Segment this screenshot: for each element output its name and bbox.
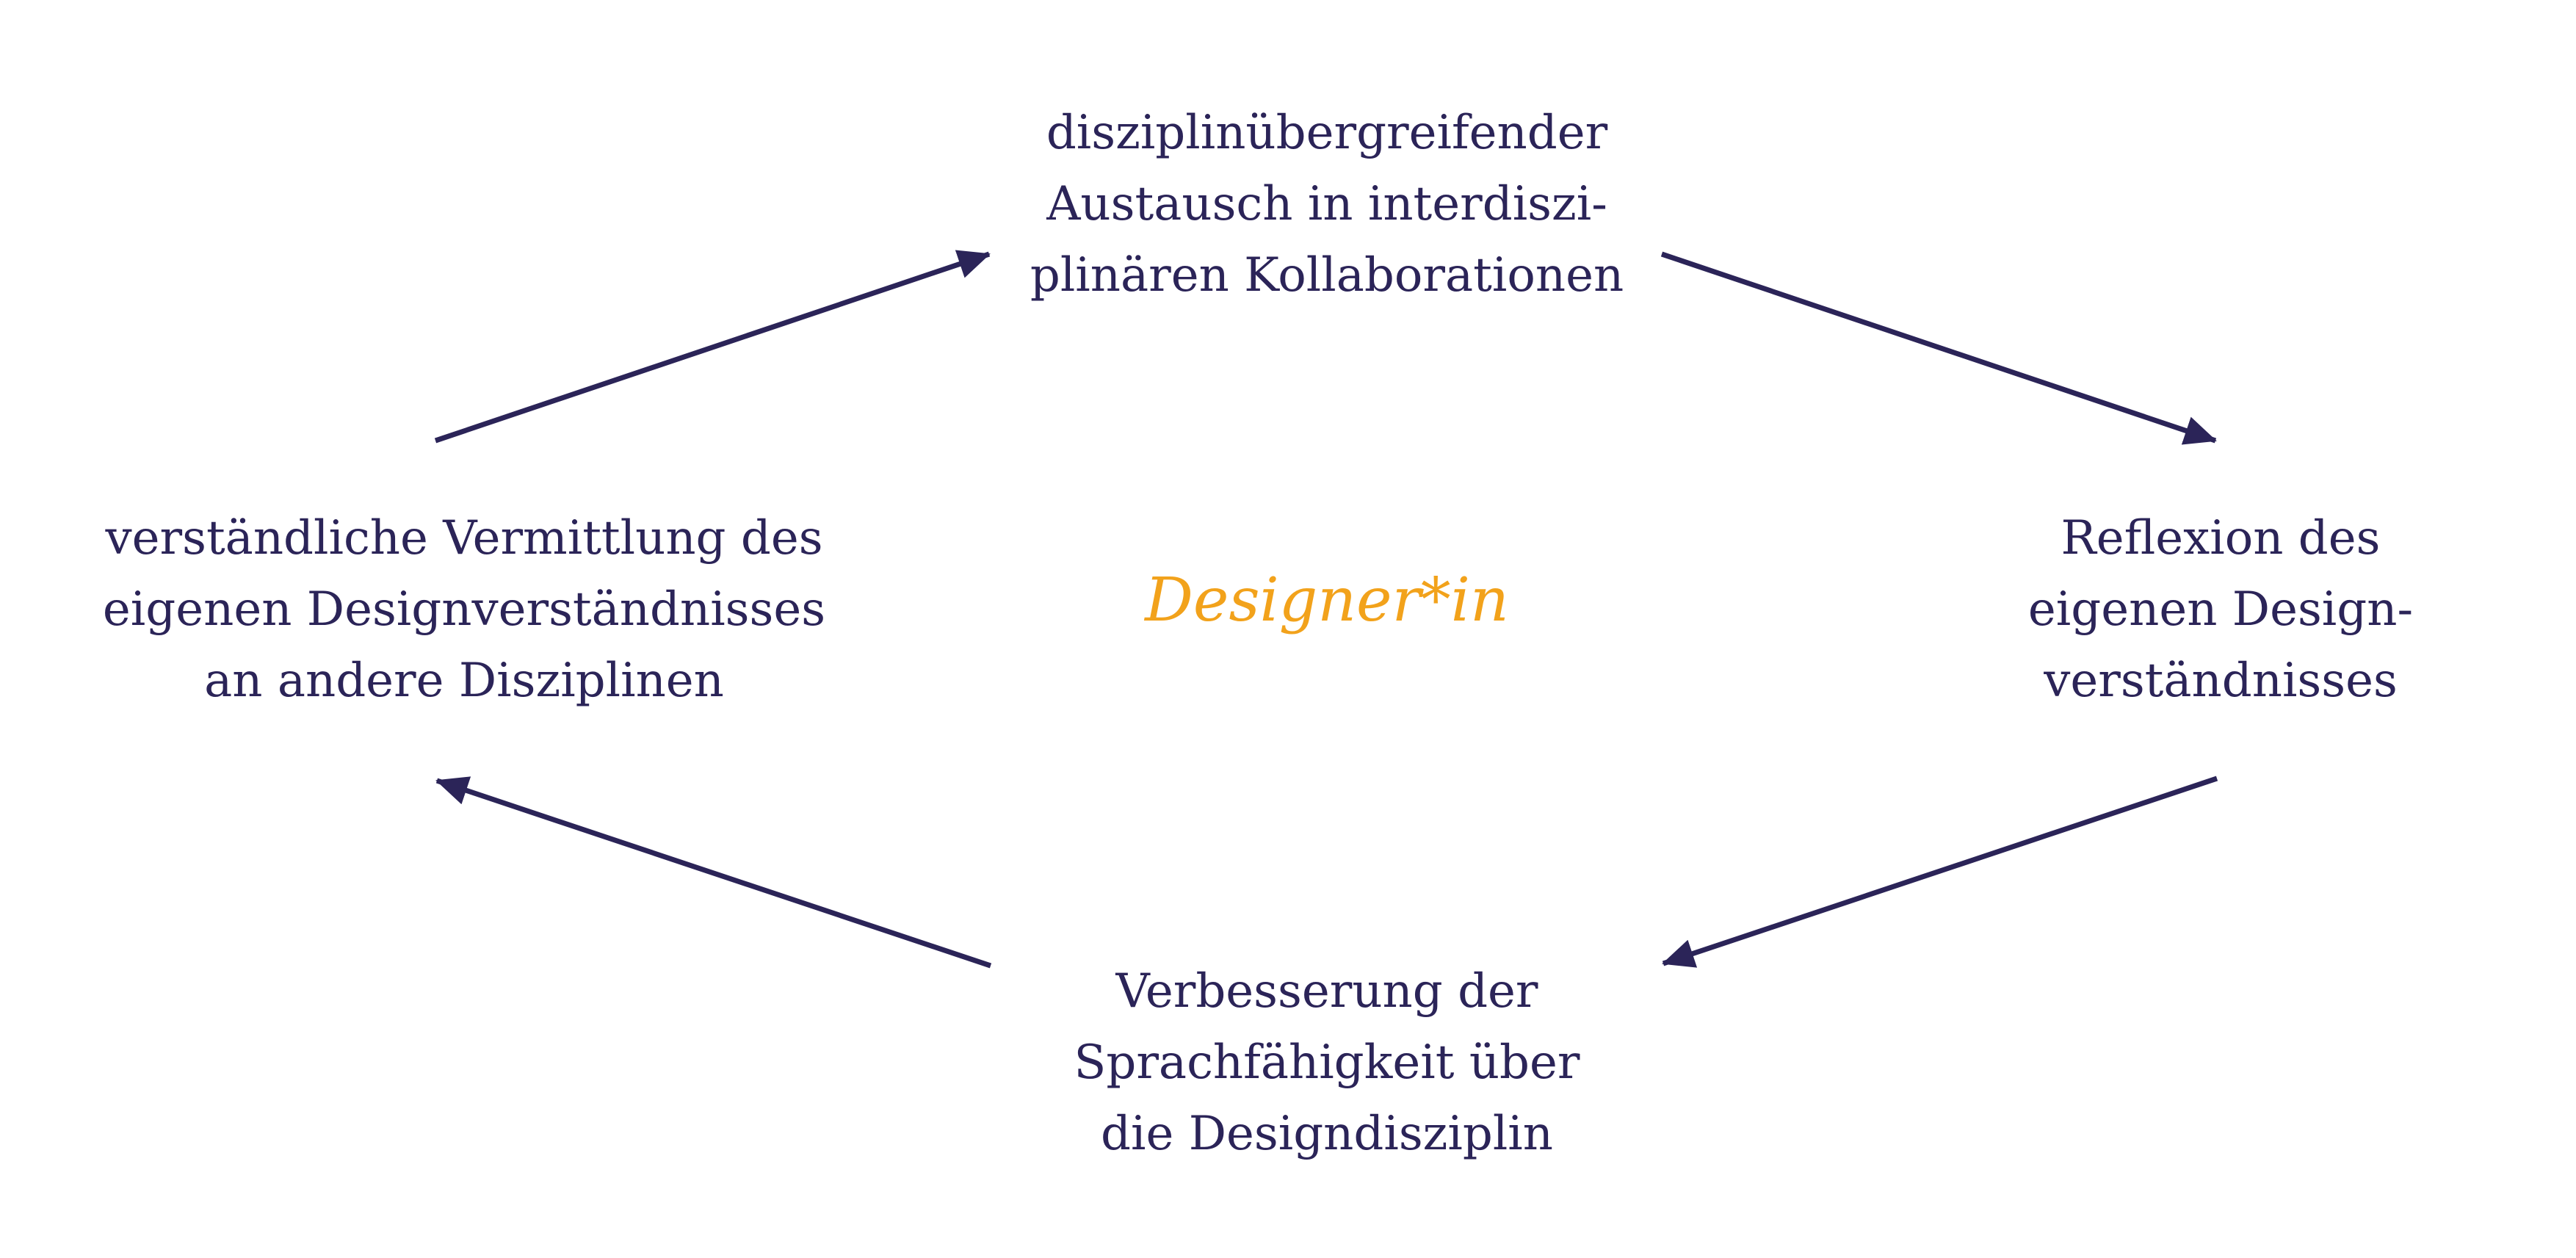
node-line: verständliche Vermittlung des: [105, 511, 823, 565]
arrow-top-to-right: [1660, 251, 2217, 445]
node-communication: verständliche Vermittlung des eigenen De…: [103, 503, 825, 717]
arrow-right-to-bottom: [1662, 776, 2218, 968]
arrow-left-to-top: [434, 250, 991, 444]
node-line: die Designdisziplin: [1101, 1107, 1553, 1161]
node-line: eigenen Designverständnisses: [102, 582, 826, 637]
node-line: Sprachfähigkeit über: [1074, 1035, 1580, 1090]
node-language-improvement: Verbesserung der Sprachfähigkeit über di…: [1074, 956, 1580, 1170]
node-line: verständnisses: [2044, 654, 2398, 708]
node-reflection: Reflexion des eigenen Design- verständni…: [2028, 503, 2413, 717]
node-line: eigenen Design-: [2027, 582, 2414, 637]
arrow-bottom-to-left: [435, 776, 992, 969]
node-line: disziplinübergreifender: [1046, 106, 1608, 160]
node-line: an andere Disziplinen: [204, 654, 724, 708]
node-interdisciplinary-exchange: disziplinübergreifender Austausch in int…: [1030, 98, 1624, 311]
node-line: Reflexion des: [2061, 511, 2381, 565]
node-line: Verbesserung der: [1115, 964, 1538, 1019]
node-line: plinären Kollaborationen: [1030, 248, 1624, 303]
node-line: Austausch in interdiszi-: [1046, 177, 1607, 231]
center-label: Designer*in: [1145, 565, 1509, 635]
